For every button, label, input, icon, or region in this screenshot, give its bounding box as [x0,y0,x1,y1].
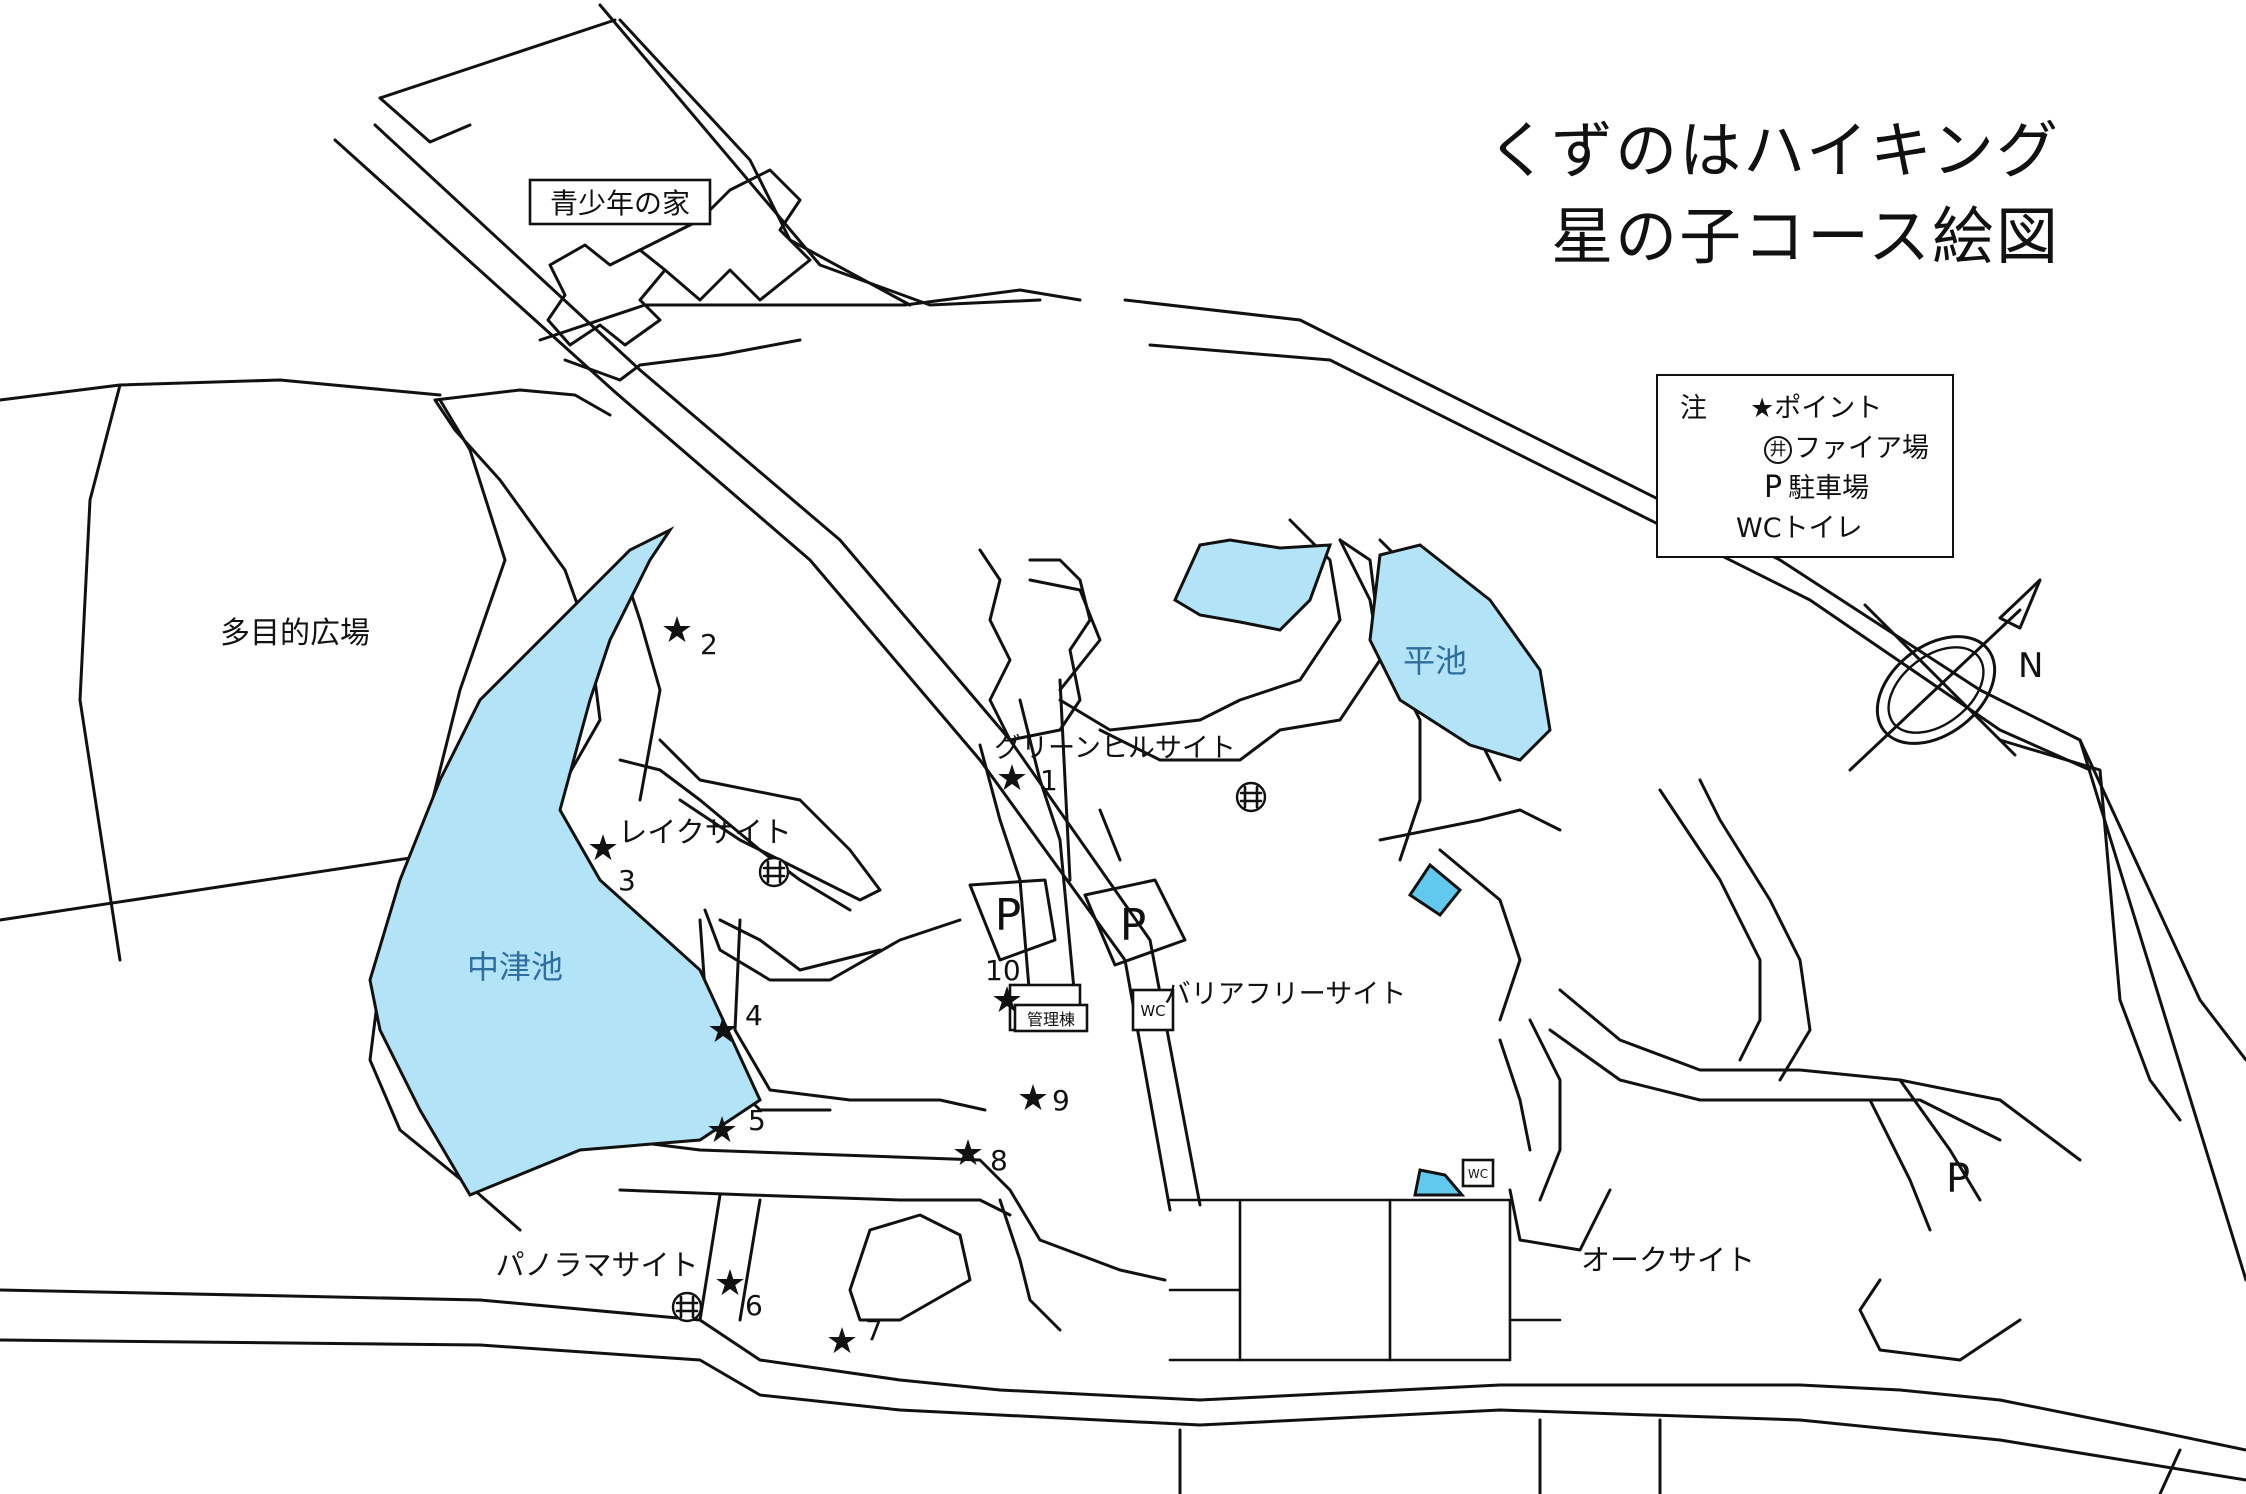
green-hill-site-label: グリーンヒルサイト [994,733,1236,764]
road-network [0,3,2246,1494]
star-icon: ★ [826,1321,858,1362]
small-pond [1407,862,1463,918]
parking-icon: P [995,890,1022,941]
point-number: 6 [745,1289,763,1322]
toilet-icon: WC [1468,1167,1488,1181]
point-10[interactable]: ★ 10 [985,954,1023,1021]
wc-pond [1413,1168,1466,1197]
legend-item-toilet: WCトイレ [1736,506,1863,545]
nakatsu-pond-label: 中津池 [467,948,563,986]
fire-pit-icon [1235,781,1267,813]
parking-icon: P [1120,900,1147,951]
map-title: くずのはハイキング 星の子コース絵図 [1420,108,2060,280]
fire-pit-icon [671,1291,703,1323]
legend-item-fire-pit: 井ファイア場 [1764,426,1929,465]
compass-north-label: N [2018,646,2044,686]
fire-pit-icon: 井 [1764,435,1792,464]
star-icon: ★ [991,980,1023,1021]
toilet-icon: WC [1140,1002,1165,1020]
toilet-1: WC [1131,988,1175,1032]
point-number: 5 [748,1104,766,1137]
point-number: 1 [1040,764,1058,797]
star-icon: ★ [707,1010,739,1051]
point-4[interactable]: ★ 4 [707,999,763,1051]
lake-site-label: レイクサイト [618,815,791,849]
star-icon: ★ [1750,393,1775,424]
oak-site-label: オークサイト [1581,1243,1755,1277]
point-7[interactable]: ★ 7 [826,1314,883,1362]
admin-building-label: 管理棟 [1027,1010,1075,1029]
toilet-2: WC [1461,1158,1495,1188]
point-8[interactable]: ★ 8 [952,1133,1008,1177]
star-icon: ★ [996,758,1028,799]
star-icon: ★ [1017,1078,1049,1119]
barrier-free-site-label: バリアフリーサイト [1164,979,1406,1010]
parking-area-2: P [1083,878,1187,967]
youth-house-label: 青少年の家 [550,187,690,220]
point-number: 2 [700,628,718,661]
point-2[interactable]: ★ 2 [661,610,718,661]
fire-pit-icon [758,856,790,888]
star-icon: ★ [952,1133,984,1174]
hira-pond-label: 平池 [1403,642,1467,680]
youth-house-building [546,168,812,347]
legend-heading: 注 [1680,393,1707,424]
star-icon: ★ [587,828,619,869]
map-title-line2: 星の子コース絵図 [1551,200,2060,273]
compass [1848,578,2042,772]
star-icon: ★ [714,1263,746,1304]
parking-area-1: P [968,878,1057,962]
admin-building: 管理棟 [1008,983,1089,1033]
hira-pond [1368,543,1552,762]
legend-label: 駐車場 [1788,473,1870,504]
multipurpose-field-label: 多目的広場 [220,616,370,651]
point-5[interactable]: ★ 5 [706,1104,766,1151]
nakatsu-pond [368,526,762,1197]
parking-icon: P [1764,470,1783,505]
point-3[interactable]: ★ 3 [587,828,636,897]
legend-item-point: ★ポイント [1750,386,1882,425]
star-icon: ★ [661,610,693,651]
point-number: 3 [618,864,636,897]
star-icon: ★ [706,1110,738,1151]
point-number: 4 [745,999,763,1032]
point-9[interactable]: ★ 9 [1017,1078,1070,1119]
north-arrow-icon [1998,578,2042,630]
map-title-line1: くずのはハイキング [1487,114,2060,187]
point-markers: ★ 1 ★ 2 ★ 3 ★ 4 ★ 5 ★ 6 ★ 7 ★ 8 [587,610,1070,1362]
legend-label: トイレ [1781,513,1863,544]
legend-label: ポイント [1774,393,1883,424]
point-number: 8 [990,1144,1008,1177]
north-pond [1173,538,1333,632]
point-6[interactable]: ★ 6 [714,1263,763,1322]
point-1[interactable]: ★ 1 [996,758,1058,799]
point-number: 7 [865,1314,883,1347]
toilet-icon: WC [1736,513,1782,544]
youth-house-label-box: 青少年の家 [528,178,712,226]
panorama-site-label: パノラマサイト [495,1248,698,1282]
legend-label: ファイア場 [1794,433,1929,464]
parking-icon: P [1946,1156,1970,1202]
parking-area-3: P [1946,1156,1970,1202]
point-number: 9 [1052,1084,1070,1117]
point-number: 10 [985,954,1021,987]
